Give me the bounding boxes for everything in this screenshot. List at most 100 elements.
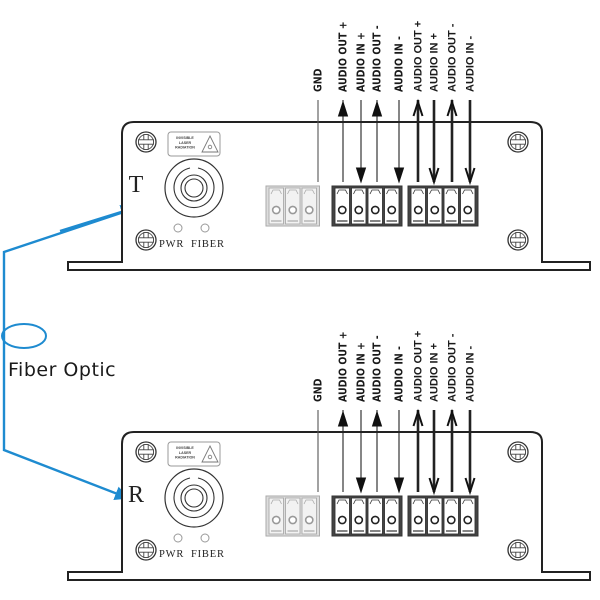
terminal-pin (334, 497, 350, 535)
fiber-port-ring (173, 167, 215, 209)
arrow-down-icon (355, 477, 367, 494)
terminal-pin (285, 497, 301, 535)
terminal-wire (355, 410, 367, 494)
fiber-cable-line (2, 208, 131, 501)
terminal-wire (428, 100, 440, 186)
terminal-label: AUDIO OUT + (413, 331, 425, 402)
terminal-screw-hole (271, 515, 281, 525)
terminal-pin (427, 497, 443, 535)
terminal-screw-hole (446, 515, 456, 525)
terminal-pin-latch (462, 499, 474, 505)
terminal-wire (393, 410, 405, 494)
fiber-port-core (184, 488, 204, 508)
terminal-wire (464, 100, 476, 186)
laser-warning-icon (201, 134, 219, 153)
terminal-wire (337, 410, 349, 492)
terminal-pin-latch (270, 189, 282, 195)
arrow-up-icon (337, 100, 349, 117)
terminal-label: AUDIO OUT + (413, 21, 425, 92)
terminal-label: AUDIO OUT + (338, 21, 350, 92)
arrow-down-icon (393, 167, 405, 184)
terminal-pin (268, 187, 284, 225)
fiber-port-mid (180, 174, 208, 202)
terminal-pin (460, 497, 476, 535)
terminal-pin (367, 497, 383, 535)
terminal-screw-hole (413, 515, 423, 525)
arrow-up-icon (446, 408, 458, 427)
terminal-screw-hole (463, 515, 473, 525)
terminal-screw-hole (288, 205, 298, 215)
terminal-screw-hole (304, 205, 314, 215)
terminal-wire (412, 98, 424, 182)
terminal-label: AUDIO IN - (394, 346, 406, 402)
arrow-up-icon (371, 410, 383, 427)
unit-letter: R (128, 482, 144, 508)
terminal-pin (410, 497, 426, 535)
terminal-screw-hole (430, 515, 440, 525)
arrow-down-icon (393, 477, 405, 494)
screw-icon (507, 131, 529, 153)
screw-center (144, 140, 148, 144)
fiber-connector-icon (164, 468, 224, 528)
terminal-label: AUDIO OUT - (447, 23, 459, 92)
gnd-terminal-block (265, 185, 320, 227)
terminal-label: AUDIO OUT - (447, 333, 459, 402)
terminal-wire (464, 410, 476, 496)
terminal-wire (355, 100, 367, 184)
arrow-up-icon (412, 98, 424, 117)
terminal-pin (443, 187, 459, 225)
terminal-pin-latch (386, 189, 398, 195)
arrow-up-icon (337, 410, 349, 427)
terminal-pin-latch (287, 189, 299, 195)
terminal-pin-latch (336, 499, 348, 505)
screw-center (516, 140, 520, 144)
terminal-pin-latch (336, 189, 348, 195)
screw-icon (135, 441, 157, 463)
warning-text: INVISIBLE (176, 446, 194, 450)
screw-icon (507, 441, 529, 463)
terminal-pin-latch (445, 189, 457, 195)
fiber-port-ring (173, 477, 215, 519)
terminal-pin (384, 497, 400, 535)
laser-sun-icon (207, 454, 213, 460)
terminal-screw-hole (354, 515, 364, 525)
terminal-screw-hole (271, 205, 281, 215)
terminal-pin (427, 187, 443, 225)
terminal-pin-latch (369, 499, 381, 505)
terminal-pin-latch (303, 189, 315, 195)
terminal-pin-latch (412, 189, 424, 195)
unit-letter: T (129, 172, 144, 198)
screw-center (144, 238, 148, 242)
terminal-pin (351, 187, 367, 225)
audio-terminal-block (407, 185, 479, 227)
arrow-up-icon (371, 100, 383, 117)
laser-warning-icon (201, 444, 219, 463)
arrow-down-icon (428, 477, 440, 496)
screw-center (516, 450, 520, 454)
terminal-label: AUDIO IN - (394, 36, 406, 92)
fiber-port-mid (180, 484, 208, 512)
arrow-down-icon (464, 167, 476, 186)
terminal-pin-latch (429, 499, 441, 505)
terminal-label: AUDIO IN + (429, 343, 441, 402)
screw-center (516, 548, 520, 552)
pwr-led-icon (173, 223, 183, 233)
pwr-led-icon (173, 533, 183, 543)
arrow-up-icon (412, 408, 424, 427)
terminal-pin-latch (353, 189, 365, 195)
audio-terminal-block (331, 495, 403, 537)
arrow-down-icon (428, 167, 440, 186)
terminal-pin (410, 187, 426, 225)
terminal-pin-latch (270, 499, 282, 505)
terminal-screw-hole (446, 205, 456, 215)
laser-sun-icon (207, 144, 213, 150)
terminal-wire (446, 98, 458, 182)
terminal-wire (393, 100, 405, 184)
terminal-screw-hole (370, 205, 380, 215)
terminal-pin-latch (386, 499, 398, 505)
terminal-pin-latch (412, 499, 424, 505)
screw-center (516, 238, 520, 242)
